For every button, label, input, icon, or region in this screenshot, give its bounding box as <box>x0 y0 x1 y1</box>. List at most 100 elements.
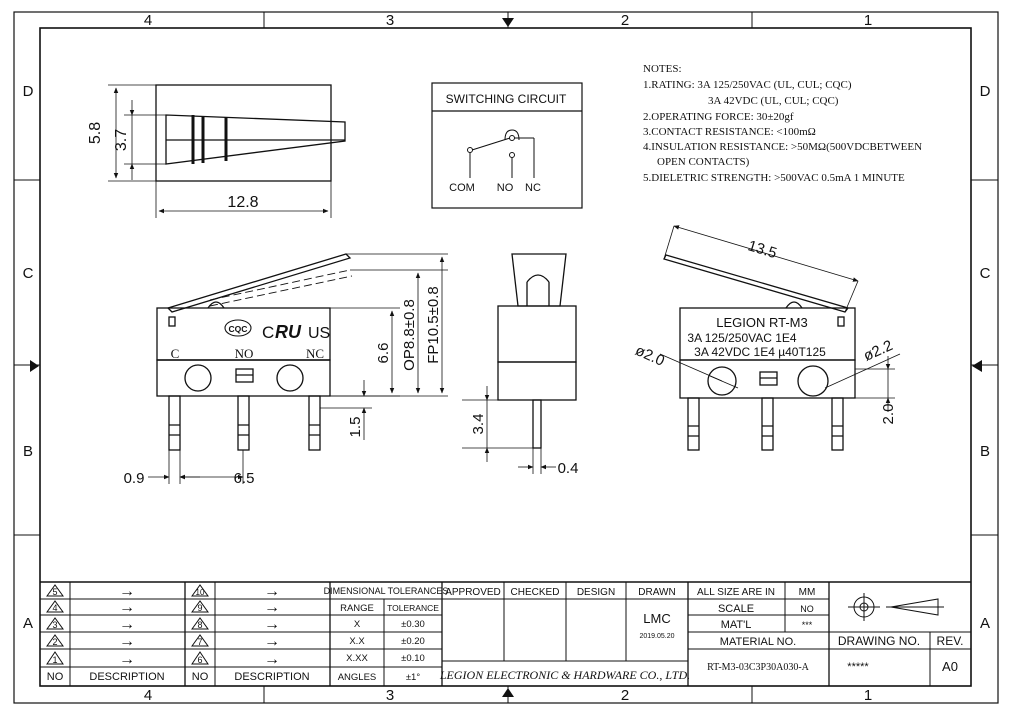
cqc-mark-label: CQC <box>229 324 248 334</box>
tolerance-value-xxx: ±0.10 <box>401 653 425 664</box>
top-view: 5.8 3.7 12.8 <box>87 84 346 218</box>
pin-c-label: C <box>171 346 180 361</box>
zone-right-b: B <box>980 443 990 460</box>
drawing-no-value: ***** <box>847 661 869 673</box>
rev-head-no: NO <box>47 671 64 683</box>
dim-3-4: 3.4 <box>470 414 487 435</box>
zone-right-a: A <box>980 615 990 632</box>
dim-13-5: 13.5 <box>746 237 779 262</box>
marking-rating-ac: 3A 125/250VAC 1E4 <box>687 331 797 345</box>
zone-bottom-2: 2 <box>621 687 629 704</box>
rev-no-5: 5 <box>52 587 57 597</box>
rev-value: A0 <box>942 659 958 674</box>
rev-arrow-icon: → <box>119 651 135 668</box>
drawn-by-value: LMC <box>643 611 670 626</box>
drawn-label: DRAWN <box>638 587 675 598</box>
checked-label: CHECKED <box>511 587 560 598</box>
zone-bottom-3: 3 <box>386 687 394 704</box>
marking-brand: LEGION RT-M3 <box>716 315 808 330</box>
zone-left-d: D <box>23 83 34 100</box>
design-label: DESIGN <box>577 587 615 598</box>
dim-6-5: 6.5 <box>234 470 255 487</box>
zone-right-d: D <box>980 83 991 100</box>
zone-bottom-4: 4 <box>144 687 152 704</box>
rev-no-4: 4 <box>52 603 57 613</box>
circuit-com-label: COM <box>449 182 475 194</box>
zone-right-c: C <box>980 265 991 282</box>
dim-fp: FP10.5±0.8 <box>425 286 442 363</box>
drawn-date-value: 2019.05.20 <box>639 633 674 640</box>
info-block: ALL SIZE ARE IN MM SCALE NO MAT'L *** MA… <box>697 587 963 674</box>
cqc-mark-icon <box>224 319 252 337</box>
dim-3-7: 3.7 <box>113 129 130 151</box>
zone-top-3: 3 <box>386 12 394 29</box>
tolerance-range-xxx: X.XX <box>346 653 368 664</box>
circuit-no-label: NO <box>497 182 514 194</box>
note-line-7: 5.DIELETRIC STRENGTH: >500VAC 0.5mA 1 MI… <box>643 172 905 184</box>
rev-arrow-icon: → <box>264 633 280 650</box>
rev-no-8: 8 <box>197 620 202 630</box>
pin-no-label: NO <box>235 346 254 361</box>
all-size-label: ALL SIZE ARE IN <box>697 587 775 598</box>
revision-table: 5 4 3 2 1 10 9 8 7 6 → → → → → → → → → →… <box>46 583 310 683</box>
dim-dia-2-2: ø2.2 <box>861 337 895 365</box>
approved-label: APPROVED <box>445 587 501 598</box>
dim-2-0: 2.0 <box>880 404 897 425</box>
rev-arrow-icon: → <box>119 616 135 633</box>
rev-no-10: 10 <box>196 588 205 597</box>
dim-6-6: 6.6 <box>375 343 392 364</box>
note-line-3: 2.OPERATING FORCE: 30±20gf <box>643 111 794 123</box>
rev-head-no: NO <box>192 671 209 683</box>
tolerance-value-x: ±0.30 <box>401 619 425 630</box>
dim-op: OP8.8±0.8 <box>401 299 418 371</box>
pin-nc-label: NC <box>306 346 324 361</box>
rev-head-description: DESCRIPTION <box>234 671 309 683</box>
circuit-title: SWITCHING CIRCUIT <box>446 92 567 106</box>
note-line-6: OPEN CONTACTS) <box>657 156 750 168</box>
material-no-label: MATERIAL NO. <box>720 636 796 648</box>
rev-arrow-icon: → <box>119 599 135 616</box>
notes: NOTES: 1.RATING: 3A 125/250VAC (UL, CUL;… <box>643 63 922 184</box>
dim-0-9: 0.9 <box>124 470 145 487</box>
zone-left-b: B <box>23 443 33 460</box>
dim-dia-2-0: ø2.0 <box>633 342 667 370</box>
tolerance-range-x: X <box>354 619 361 630</box>
zone-bottom-1: 1 <box>864 687 872 704</box>
rev-no-1: 1 <box>52 655 57 665</box>
note-line-2: 3A 42VDC (UL, CUL; CQC) <box>708 95 839 107</box>
drawing-no-label: DRAWING NO. <box>838 634 920 648</box>
dim-0-4: 0.4 <box>558 460 579 477</box>
notes-title: NOTES: <box>643 63 682 75</box>
front-view: CQC C RU US C NO NC 6.6 OP8.8±0.8 <box>124 253 448 487</box>
units-value: MM <box>799 587 816 598</box>
zone-top-2: 2 <box>621 12 629 29</box>
us-mark-label: US <box>308 325 330 342</box>
third-angle-projection-icon <box>848 593 944 621</box>
ul-mark-icon: RU <box>275 322 302 342</box>
rev-label: REV. <box>937 634 964 648</box>
rev-arrow-icon: → <box>119 633 135 650</box>
approval-block: APPROVED CHECKED DESIGN DRAWN LMC 2019.0… <box>439 587 690 682</box>
rev-no-7: 7 <box>197 637 202 647</box>
company-name: LEGION ELECTRONIC & HARDWARE CO., LTD. <box>439 668 690 682</box>
note-line-1: 1.RATING: 3A 125/250VAC (UL, CUL; CQC) <box>643 79 852 91</box>
tolerance-range-xx: X.X <box>349 636 365 647</box>
title-block <box>40 581 971 686</box>
switching-circuit: SWITCHING CIRCUIT COM NO NC <box>431 82 583 209</box>
rev-no-2: 2 <box>52 637 57 647</box>
rev-arrow-icon: → <box>264 583 280 600</box>
zone-left-c: C <box>23 265 34 282</box>
note-line-5: 4.INSULATION RESISTANCE: >50MΩ(500VDCBET… <box>643 141 922 153</box>
tolerance-head-tolerance: TOLERANCE <box>387 603 439 613</box>
drawing-frame <box>13 11 999 704</box>
scale-value: NO <box>800 604 814 614</box>
tolerance-value-angles: ±1° <box>406 672 420 683</box>
rev-head-description: DESCRIPTION <box>89 671 164 683</box>
rev-arrow-icon: → <box>119 583 135 600</box>
tolerance-title: DIMENSIONAL TOLERANCES <box>324 586 449 596</box>
zone-left-a: A <box>23 615 33 632</box>
scale-label: SCALE <box>718 603 754 615</box>
material-label: MAT'L <box>721 619 752 631</box>
part-number-value: RT-M3-03C3P30A030-A <box>707 662 810 673</box>
